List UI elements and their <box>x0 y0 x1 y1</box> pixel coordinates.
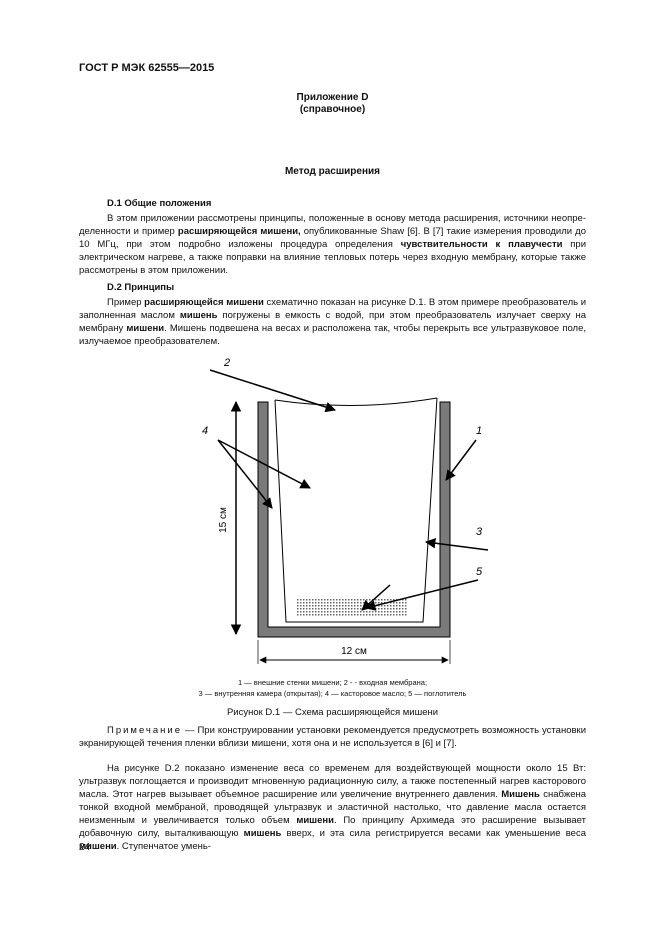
membrane <box>274 397 438 407</box>
text-run: расширяющейся мишени <box>144 297 264 308</box>
label-1: 1 <box>476 425 482 437</box>
text-run: мишени <box>126 323 165 334</box>
figure-caption: Рисунок D.1 — Схема расширяющейся мишени <box>226 707 439 718</box>
section-d1-text: В этом приложении рассмотрены принципы, … <box>79 212 586 277</box>
note-text: — При конструировании установки рекоменд… <box>79 725 586 749</box>
appendix-heading: Метод расширения <box>284 166 381 177</box>
text-run: На рисунке D.2 показано изменение веса с… <box>79 763 586 800</box>
dimension-height-label: 15 см <box>218 507 229 533</box>
text-run: мишень <box>179 310 218 321</box>
appendix-subtitle: (справочное) <box>299 104 366 115</box>
text-run: вверх, и эта сила регистрируется весами … <box>281 828 586 839</box>
text-run: опубликованные Shaw [6]. В [7] такие изм… <box>79 226 586 250</box>
note-label: Примечание <box>107 725 182 736</box>
label-4: 4 <box>202 425 208 437</box>
text-run: снабжена тонкой входной мембраной, прово… <box>79 789 587 826</box>
label-5: 5 <box>476 566 483 578</box>
text-run: чувствительности к плавучести <box>400 239 563 250</box>
text-run: В этом приложении рассмотрены принципы, … <box>79 213 586 237</box>
legend-line-2: 3 — внутренняя камера (открытая); 4 — ка… <box>198 689 467 698</box>
text-run: мишень <box>243 828 282 839</box>
text-run: мишени <box>79 841 117 852</box>
section-d2-text: Пример расширяющейся мишени схематично п… <box>79 296 586 348</box>
text-run: расширяющейся мишени, <box>177 226 301 237</box>
label-3: 3 <box>476 526 483 538</box>
paragraph: На рисунке D.2 показано изменение веса с… <box>79 762 586 853</box>
paragraph-d2-description: На рисунке D.2 показано изменение веса с… <box>79 762 586 853</box>
note: Примечание — При конструировании установ… <box>79 724 586 750</box>
text-run: Пример <box>107 297 145 308</box>
appendix-title: Приложение D <box>296 92 369 103</box>
section-heading-d1: D.1 Общие положения <box>107 198 212 209</box>
paragraph: Пример расширяющейся мишени схематично п… <box>79 296 586 348</box>
text-run: погружены в емкость с водой, при этом пр… <box>79 310 586 334</box>
label-2: 2 <box>223 357 230 369</box>
text-run: при электрическом нагреве, а также попра… <box>79 239 587 276</box>
legend-line-1: 1 — внешние стенки мишени; 2 - - входная… <box>237 678 428 687</box>
figure-expanding-target: 2 4 1 3 5 15 см 12 см <box>202 357 489 664</box>
text-run: . Мишень подвешена на весах и расположен… <box>79 323 586 347</box>
dimension-width-label: 12 см <box>341 646 367 657</box>
text-run: . Ступенчатое умень- <box>116 841 211 852</box>
text-run: Мишень <box>501 789 540 800</box>
inner-chamber <box>274 397 438 623</box>
text-run: мишени <box>296 815 334 826</box>
document-header: ГОСТ Р МЭК 62555—2015 <box>79 62 215 74</box>
section-heading-d2: D.2 Принципы <box>107 282 175 293</box>
page-number: 24 <box>79 842 91 853</box>
text-run: . По принципу Архимеда это расширение вы… <box>79 815 586 839</box>
outer-wall <box>257 401 451 638</box>
absorber <box>296 598 408 616</box>
figure-legend: 1 — внешние стенки мишени; 2 - - входная… <box>79 677 586 699</box>
text-run: схематично показан на рисунке D.1. В это… <box>79 297 587 321</box>
paragraph: В этом приложении рассмотрены принципы, … <box>79 212 586 277</box>
